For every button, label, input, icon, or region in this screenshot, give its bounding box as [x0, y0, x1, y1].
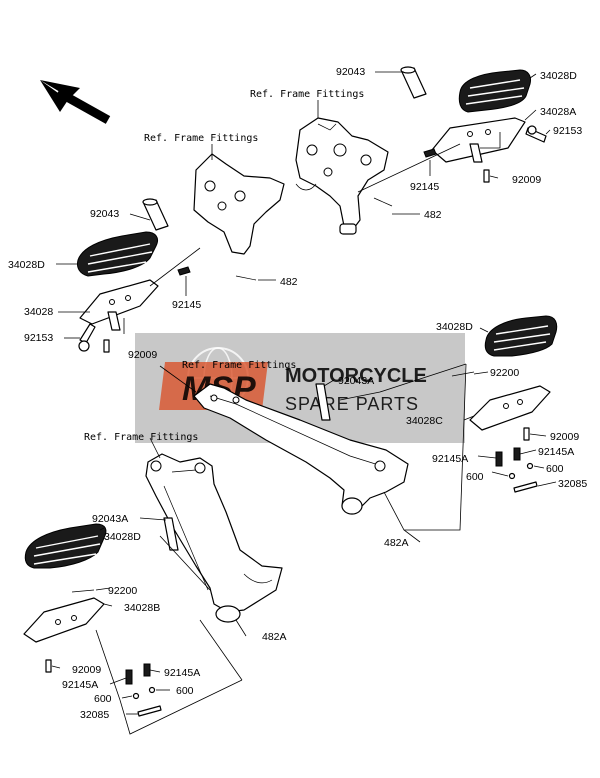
part-92009-top: 92009	[512, 174, 541, 186]
part-92009-right: 92009	[550, 431, 579, 443]
watermark-line1: MOTORCYCLE	[285, 365, 427, 387]
part-92043-top: 92043	[336, 66, 365, 78]
part-92043A-mid: 92043A	[338, 375, 374, 387]
part-92200-bottom: 92200	[108, 585, 137, 597]
part-92043A-bottom: 92043A	[92, 513, 128, 525]
part-92145-top: 92145	[410, 181, 439, 193]
part-34028D-top: 34028D	[540, 70, 577, 82]
part-92145-left: 92145	[172, 299, 201, 311]
part-34028B: 34028B	[124, 602, 160, 614]
part-482A-mid: 482A	[384, 537, 409, 549]
ref-frame-fittings-top: Ref. Frame Fittings	[250, 89, 364, 100]
part-92153-top: 92153	[553, 125, 582, 137]
ref-frame-fittings-left: Ref. Frame Fittings	[144, 133, 258, 144]
part-92145A-bottom-2: 92145A	[164, 667, 200, 679]
part-92145A-bottom-1: 92145A	[62, 679, 98, 691]
part-34028D-left: 34028D	[8, 259, 45, 271]
front-arrow-icon	[40, 80, 111, 124]
part-92145A-right-1: 92145A	[432, 453, 468, 465]
part-34028: 34028	[24, 306, 53, 318]
part-92009-bottom: 92009	[72, 664, 101, 676]
part-600-bottom-1: 600	[94, 693, 112, 705]
part-600-right-2: 600	[546, 463, 564, 475]
part-34028C: 34028C	[406, 415, 443, 427]
part-482A-bottom: 482A	[262, 631, 287, 643]
part-600-bottom-2: 600	[176, 685, 194, 697]
part-34028D-bottom: 34028D	[104, 531, 141, 543]
part-34028D-mid: 34028D	[436, 321, 473, 333]
part-34028A: 34028A	[540, 106, 576, 118]
part-482-top: 482	[424, 209, 442, 221]
part-32085-bottom: 32085	[80, 709, 109, 721]
part-92043-left: 92043	[90, 208, 119, 220]
part-600-right-1: 600	[466, 471, 484, 483]
part-482-left: 482	[280, 276, 298, 288]
ref-frame-fittings-bottom: Ref. Frame Fittings	[84, 432, 198, 443]
part-92145A-right-2: 92145A	[538, 446, 574, 458]
left-assembly	[56, 144, 285, 353]
part-92153-left: 92153	[24, 332, 53, 344]
part-92200-right: 92200	[490, 367, 519, 379]
bottom-left-assembly	[23, 437, 283, 735]
middle-right-assembly	[159, 315, 558, 543]
top-right-assembly	[295, 66, 551, 235]
watermark-line2: SPARE PARTS	[285, 394, 419, 414]
ref-frame-fittings-mid: Ref. Frame Fittings	[182, 360, 296, 371]
part-92009-left: 92009	[128, 349, 157, 361]
part-32085-right: 32085	[558, 478, 587, 490]
